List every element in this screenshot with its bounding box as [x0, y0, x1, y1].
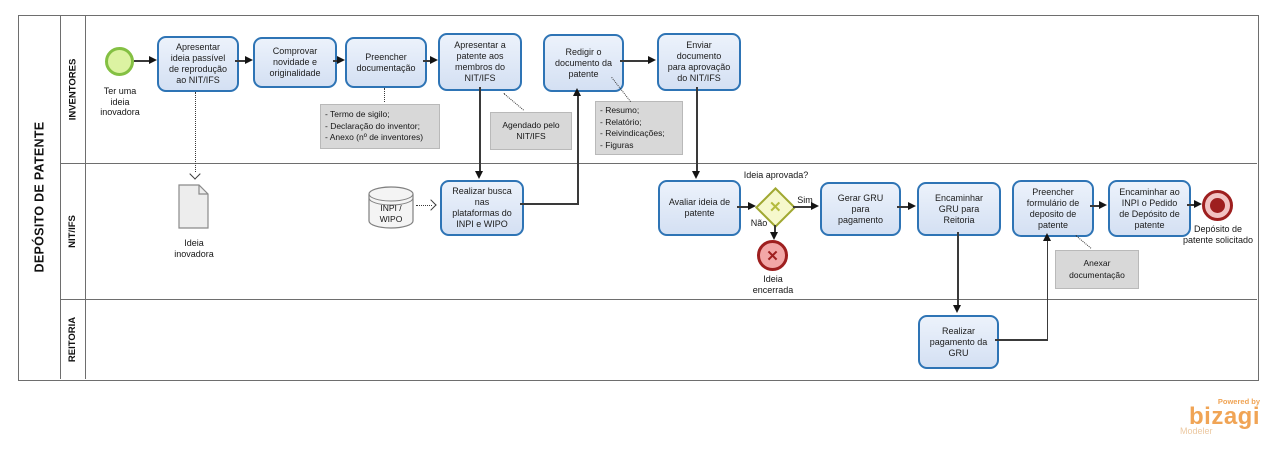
pool-title-text: DEPÓSITO DE PATENTE [32, 121, 46, 273]
flow-t1-t2 [235, 60, 246, 62]
start-event-label: Ter uma ideia inovadora [100, 86, 140, 117]
flow-start-t1 [134, 60, 151, 62]
gateway-question-label: Ideia aprovada? [743, 170, 809, 180]
flow-t7-t5-h [520, 203, 578, 205]
flow-t13-t11-v [1046, 240, 1049, 340]
annotation-documentos[interactable]: - Termo de sigilo; - Declaração do inven… [320, 104, 440, 149]
flow-t7-t5-v [577, 95, 579, 205]
bizagi-logo: bizagi [1188, 403, 1260, 430]
lane-label-divider [85, 15, 86, 379]
pool-title-divider [60, 15, 61, 379]
flow-t5-t6 [620, 60, 649, 62]
assoc-t3-annotation [384, 88, 385, 102]
flow-t13-t11-h [995, 339, 1048, 341]
flow-t4-t7 [479, 87, 481, 172]
lane-divider-2 [60, 299, 1257, 300]
error-x-icon: ✕ [766, 247, 779, 265]
data-store-label: INPI / WIPO [379, 203, 403, 224]
flow-t8-gateway-arrow [748, 202, 756, 210]
annotation-agendado[interactable]: Agendado pelo NIT/IFS [490, 112, 572, 150]
flow-gateway-sim-arrow [811, 202, 819, 210]
bizagi-branding: Powered by bizagi Modeler [1180, 397, 1260, 436]
flow-t11-t12-arrow [1099, 201, 1107, 209]
end-event-terminate-label: Depósito de patente solicitado [1182, 224, 1254, 245]
lane-reitoria: REITORIA [60, 299, 85, 379]
flow-t3-t4-arrow [430, 56, 438, 64]
data-object-label: Ideia inovadora [174, 238, 214, 259]
gateway-no-label: Não [750, 218, 768, 228]
powered-by-text: Powered by [1217, 397, 1260, 406]
flow-gateway-nao [774, 225, 776, 234]
gateway-x-icon: ✕ [768, 198, 782, 216]
annotation-resumo[interactable]: - Resumo; - Relatório; - Reivindicações;… [595, 101, 683, 155]
terminate-core-icon [1210, 198, 1225, 213]
flow-t2-t3 [333, 60, 339, 62]
flow-t12-end-arrow [1194, 200, 1202, 208]
flow-t13-t11-arrow [1043, 233, 1051, 241]
lane-inventores-label: INVENTORES [67, 58, 78, 120]
annotation-anexar[interactable]: Anexar documentação [1055, 250, 1139, 289]
lane-nit-ifs-label: NIT/IFS [67, 214, 79, 248]
start-event[interactable] [105, 47, 134, 76]
gateway-yes-label: Sim [797, 195, 813, 205]
flow-t9-t10-arrow [908, 202, 916, 210]
flow-t7-t5-arrow [573, 88, 581, 96]
flow-t10-t13 [957, 232, 959, 306]
flow-t9-t10 [897, 206, 909, 208]
process-pool [18, 15, 1259, 381]
end-event-error[interactable]: ✕ [757, 240, 788, 271]
lane-divider-1 [60, 163, 1257, 164]
task-preencher-documentacao[interactable]: Preencher documentação [345, 37, 427, 88]
task-encaminhar-gru[interactable]: Encaminhar GRU para Reitoria [917, 182, 1001, 236]
end-event-terminate[interactable] [1202, 190, 1233, 221]
flow-t2-t3-arrow [337, 56, 345, 64]
data-object-document-icon[interactable] [178, 184, 209, 229]
lane-nit-ifs: NIT/IFS [60, 163, 85, 299]
task-realizar-busca[interactable]: Realizar busca nas plataformas do INPI e… [440, 180, 524, 236]
task-gerar-gru[interactable]: Gerar GRU para pagamento [820, 182, 901, 236]
flow-gateway-nao-arrow [770, 232, 778, 240]
task-comprovar-novidade[interactable]: Comprovar novidade e originalidade [253, 37, 337, 88]
flow-t6-t8 [696, 87, 698, 172]
flow-t6-t8-arrow [692, 171, 700, 179]
task-realizar-pagamento[interactable]: Realizar pagamento da GRU [918, 315, 999, 369]
assoc-datastore-t7 [416, 205, 432, 206]
flow-t1-t2-arrow [245, 56, 253, 64]
flow-t8-gateway [737, 206, 750, 208]
flow-gateway-sim [793, 206, 813, 208]
bizagi-modeler-text: Modeler [1180, 426, 1213, 436]
flow-t5-t6-arrow [648, 56, 656, 64]
task-preencher-formulario[interactable]: Preencher formulário de deposito de pate… [1012, 180, 1094, 237]
task-encaminhar-inpi[interactable]: Encaminhar ao INPI o Pedido de Depósito … [1108, 180, 1191, 237]
pool-title: DEPÓSITO DE PATENTE [18, 15, 60, 379]
data-store-cylinder-icon[interactable] [368, 186, 414, 229]
end-event-error-label: Ideia encerrada [752, 274, 794, 295]
task-avaliar-ideia[interactable]: Avaliar ideia de patente [658, 180, 741, 236]
flow-t11-t12 [1090, 205, 1100, 207]
flow-t4-t7-arrow [475, 171, 483, 179]
task-enviar-documento[interactable]: Enviar documento para aprovação do NIT/I… [657, 33, 741, 91]
flow-t12-end [1187, 204, 1195, 206]
task-apresentar-patente-membros[interactable]: Apresentar a patente aos membros do NIT/… [438, 33, 522, 91]
flow-start-t1-arrow [149, 56, 157, 64]
lane-inventores: INVENTORES [60, 15, 85, 163]
task-redigir-documento[interactable]: Redigir o documento da patente [543, 34, 624, 92]
lane-reitoria-label: REITORIA [67, 316, 78, 362]
flow-t3-t4 [423, 60, 431, 62]
task-apresentar-ideia[interactable]: Apresentar ideia passível de reprodução … [157, 36, 239, 92]
flow-t10-t13-arrow [953, 305, 961, 313]
assoc-t1-document [195, 92, 196, 172]
